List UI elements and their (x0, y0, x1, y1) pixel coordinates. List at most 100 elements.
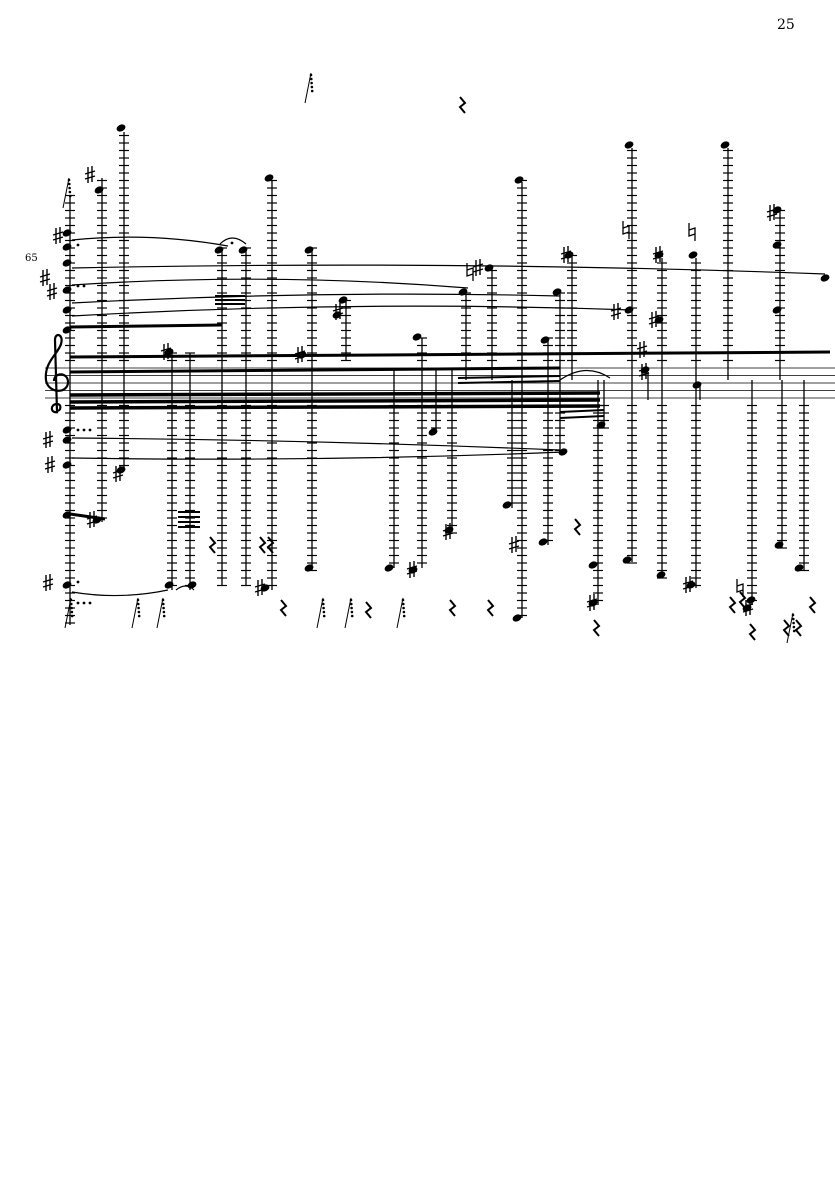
notehead (596, 421, 606, 429)
notehead (62, 581, 72, 589)
grace-dot (67, 178, 71, 182)
grace-stem (304, 72, 312, 104)
notehead (62, 306, 72, 314)
rest-icon (208, 536, 217, 554)
sharp-icon (610, 303, 622, 320)
augmentation-dot (82, 601, 86, 605)
grace-stem (156, 597, 164, 629)
sharp-icon (742, 599, 754, 616)
notehead (622, 556, 632, 564)
beam (457, 380, 561, 384)
notehead (688, 251, 698, 259)
grace-dot (402, 610, 406, 614)
measure-number: 65 (25, 253, 38, 264)
sharp-icon (112, 465, 124, 482)
grace-dot (350, 610, 354, 614)
sharp-icon (160, 343, 172, 360)
sharp-icon (52, 227, 64, 244)
notehead (164, 581, 174, 589)
notehead (624, 141, 634, 149)
notehead (62, 511, 72, 519)
slur (71, 264, 826, 275)
augmentation-dot (82, 428, 86, 432)
sharp-icon (652, 246, 664, 263)
rest-icon (266, 536, 275, 554)
notehead (692, 381, 702, 389)
grace-dot (309, 73, 313, 77)
sharp-icon (39, 269, 51, 286)
natural-icon (622, 221, 630, 239)
notehead (62, 436, 72, 444)
beam (559, 409, 605, 413)
sharp-icon (42, 431, 54, 448)
grace-dot (137, 602, 140, 606)
sharp-icon (560, 246, 572, 263)
notehead (94, 186, 104, 194)
grace-dot (162, 610, 166, 614)
grace-dot (161, 598, 165, 602)
notehead (588, 561, 598, 569)
grace-stem (62, 177, 70, 209)
grace-dot (70, 610, 74, 614)
grace-dot (162, 602, 165, 606)
notehead (772, 241, 782, 249)
grace-dot (136, 598, 140, 602)
slur (71, 236, 229, 247)
notehead (540, 336, 550, 344)
sharp-icon (44, 456, 56, 473)
slur (71, 278, 469, 289)
sharp-icon (636, 341, 648, 358)
notehead (62, 461, 72, 469)
augmentation-dot (76, 601, 80, 605)
notehead (794, 564, 804, 572)
grace-dot (70, 614, 74, 618)
grace-dot (68, 186, 71, 190)
grace-dot (310, 81, 313, 85)
grace-dot (350, 602, 353, 606)
rest-icon (738, 591, 747, 609)
notehead (746, 596, 756, 604)
beam (69, 512, 106, 521)
grace-dot (310, 85, 314, 89)
grace-dot (792, 629, 796, 633)
sharp-icon (332, 303, 344, 320)
sharp-icon (766, 204, 778, 221)
grace-dot (68, 182, 71, 186)
notehead (412, 333, 422, 341)
slur (71, 589, 169, 597)
grace-dot (310, 77, 313, 81)
sharp-icon (508, 536, 520, 553)
notehead (512, 614, 522, 622)
rest-icon (364, 601, 373, 619)
sharp-icon (46, 283, 58, 300)
grace-dot (402, 606, 405, 610)
grace-dot (350, 606, 353, 610)
grace-dot (791, 613, 795, 617)
notehead (62, 326, 72, 334)
slur (71, 451, 565, 460)
natural-icon (466, 263, 474, 281)
grace-stem (396, 597, 404, 629)
grace-dot (401, 598, 405, 602)
grace-dot (321, 598, 325, 602)
augmentation-dot (76, 284, 80, 288)
sharp-icon (42, 574, 54, 591)
rest-icon (258, 536, 267, 554)
notehead (214, 246, 224, 254)
rest-icon (592, 619, 601, 637)
sharp-icon (442, 523, 454, 540)
grace-dot (349, 598, 353, 602)
notehead (62, 243, 72, 251)
grace-dot (70, 602, 73, 606)
notehead (552, 288, 562, 296)
rest-icon (573, 518, 582, 536)
notehead (304, 564, 314, 572)
notehead (484, 264, 494, 272)
beam (457, 375, 561, 379)
notehead (264, 174, 274, 182)
rest-icon (782, 619, 791, 637)
notehead (772, 206, 782, 214)
augmentation-dot (230, 241, 234, 245)
sharp-icon (86, 511, 98, 528)
grace-dot (162, 614, 166, 618)
